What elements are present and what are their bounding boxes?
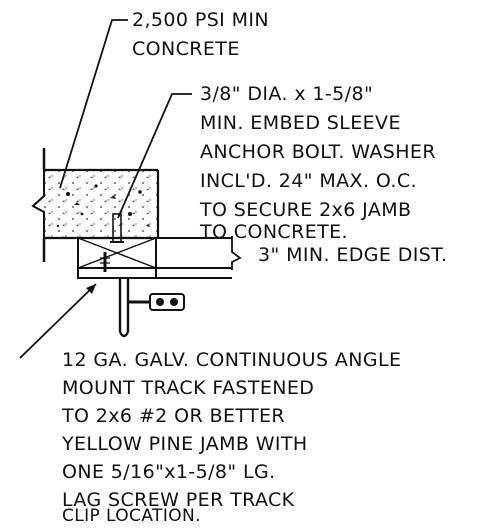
track-note-line: MOUNT TRACK FASTENED [62, 377, 314, 399]
anchor-bolt-note-line: 3/8" DIA. x 1-5/8" [200, 83, 373, 105]
track-note-line: TO 2x6 #2 OR BETTER [61, 405, 285, 427]
concrete-note-line: CONCRETE [132, 38, 240, 60]
track-note-line: YELLOW PINE JAMB WITH [61, 433, 308, 455]
anchor-bolt-note-line: TO SECURE 2x6 JAMB [199, 199, 411, 221]
track-note-line: ONE 5/16"x1-5/8" LG. [62, 461, 276, 483]
concrete-note: 2,500 PSI MIN CONCRETE [132, 9, 269, 60]
concrete-note-line: 2,500 PSI MIN [132, 9, 269, 31]
wood-jamb [77, 236, 242, 272]
anchor-bolt [110, 213, 124, 243]
anchor-bolt-note-line: TO CONCRETE. [199, 221, 348, 243]
anchor-bolt-note: 3/8" DIA. x 1-5/8" MIN. EMBED SLEEVE ANC… [199, 83, 436, 243]
anchor-bolt-note-line: MIN. EMBED SLEEVE [200, 112, 401, 134]
track-note-line: LAG SCREW PER TRACK [62, 489, 295, 511]
track-note-line: CLIP LOCATION. [62, 506, 201, 523]
angle-track [77, 268, 232, 338]
anchor-bolt-note-line: ANCHOR BOLT. WASHER [200, 141, 436, 163]
leader-lines [19, 19, 192, 359]
track-note-line: 12 GA. GALV. CONTINUOUS ANGLE [62, 349, 401, 371]
edge-distance-note: 3" MIN. EDGE DIST. [258, 244, 447, 266]
track-note: 12 GA. GALV. CONTINUOUS ANGLE MOUNT TRAC… [61, 349, 401, 526]
anchor-bolt-note-line: INCL'D. 24" MAX. O.C. [200, 170, 417, 192]
